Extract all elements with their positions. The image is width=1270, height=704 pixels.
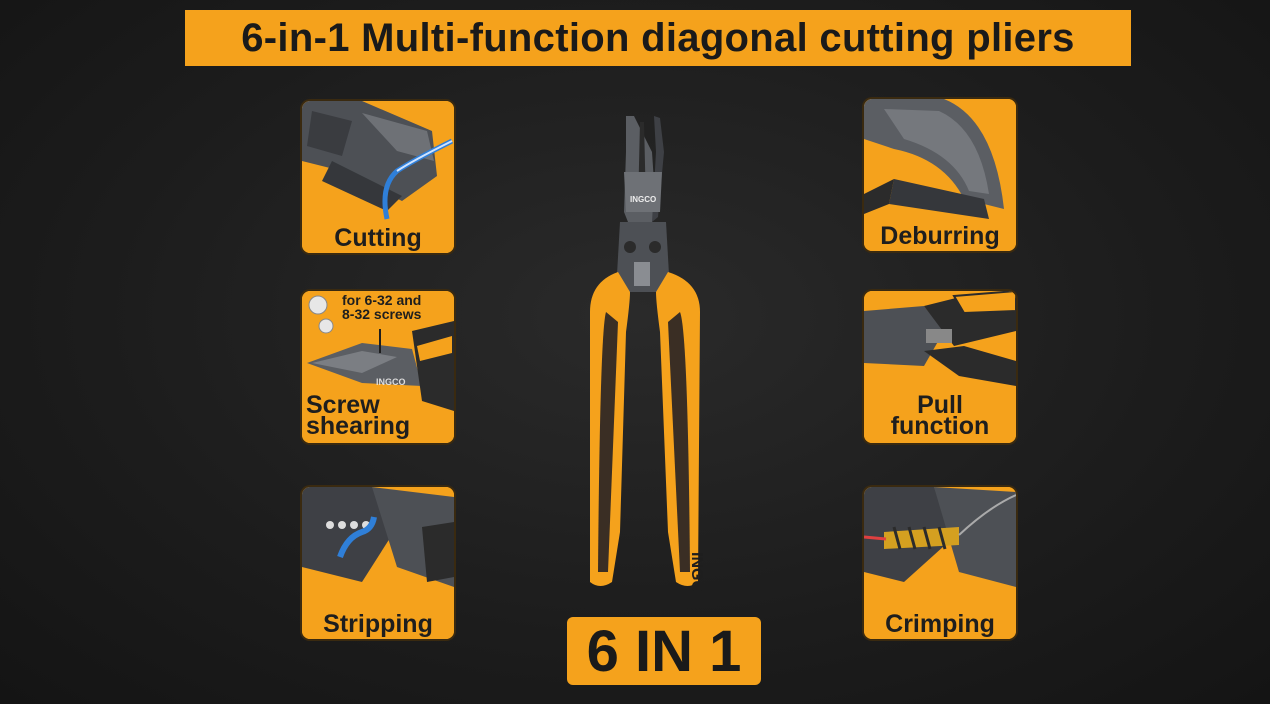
feature-tile-pull-function: Pull function: [864, 291, 1016, 443]
feature-tile-cutting: Cutting: [302, 101, 454, 253]
feature-label: Screw shearing: [306, 391, 411, 440]
feature-tile-screw-shearing: INGCO for 6-32 and 8-32 screws Screw she…: [302, 291, 454, 443]
cutting-illustration: [302, 101, 454, 253]
feature-tile-stripping: Stripping: [302, 487, 454, 639]
brand-mark: INGCO: [376, 377, 406, 387]
feature-label: Cutting: [334, 224, 422, 252]
handle-brand-mark: INGCO: [688, 552, 705, 592]
six-in-one-badge: 6 IN 1: [567, 617, 761, 685]
pull-function-illustration: [864, 291, 1016, 443]
page-title: 6-in-1 Multi-function diagonal cutting p…: [185, 10, 1131, 66]
feature-tile-crimping: Crimping: [864, 487, 1016, 639]
deburring-illustration: [864, 99, 1016, 251]
feature-label: Deburring: [880, 222, 1000, 250]
crimping-illustration: [864, 487, 1016, 639]
screw-shearing-illustration: INGCO: [302, 291, 454, 443]
feature-tile-deburring: Deburring: [864, 99, 1016, 251]
pliers-image: INGCO INGCO: [590, 116, 705, 592]
feature-label: Stripping: [323, 610, 433, 638]
stripping-illustration: [302, 487, 454, 639]
brand-mark: INGCO: [630, 195, 656, 204]
screw-note: for 6-32 and 8-32 screws: [342, 292, 422, 322]
feature-label: Crimping: [885, 610, 995, 638]
feature-label: Pull function: [890, 391, 990, 440]
screw-icon: [308, 295, 328, 315]
